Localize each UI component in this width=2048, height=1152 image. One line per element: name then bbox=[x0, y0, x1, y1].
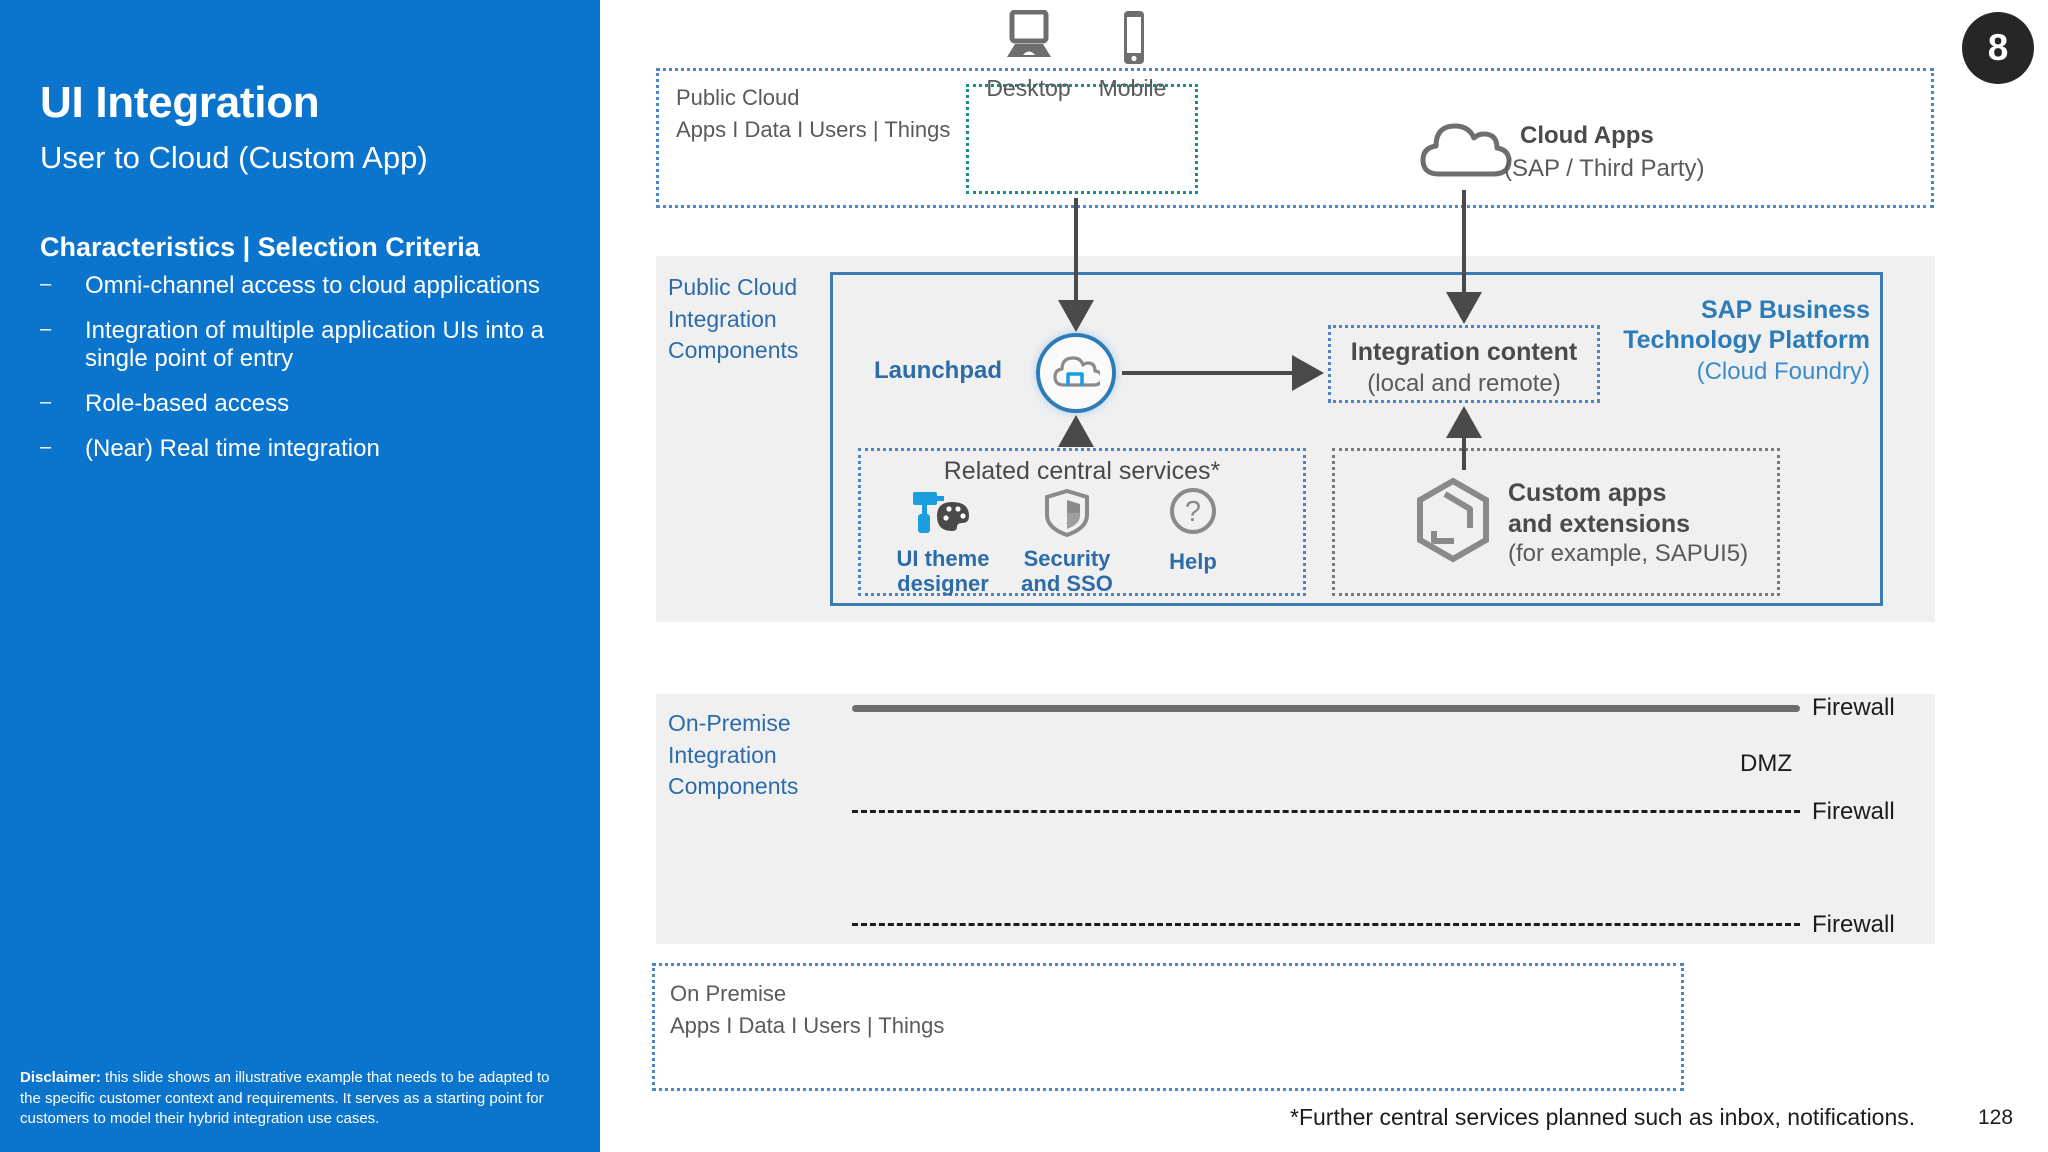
bullet-dash-icon: – bbox=[40, 273, 52, 295]
cloud-apps-title: Cloud Apps bbox=[1520, 122, 1654, 149]
launchpad-node[interactable] bbox=[1036, 333, 1116, 413]
device-mobile-label: Mobile bbox=[1098, 75, 1167, 101]
custom-apps-container bbox=[1332, 448, 1780, 596]
mobile-icon bbox=[1123, 11, 1144, 64]
on-premise-label: On Premise Apps I Data I Users | Things bbox=[670, 978, 944, 1042]
question-mark-icon: ? bbox=[1170, 488, 1216, 534]
bullet-dash-icon: – bbox=[40, 436, 52, 459]
characteristics-heading: Characteristics | Selection Criteria bbox=[40, 232, 480, 262]
on-premise-line2: Apps I Data I Users | Things bbox=[670, 1012, 945, 1038]
disclaimer-label: Disclaimer: bbox=[20, 1069, 101, 1086]
launchpad-label: Launchpad bbox=[874, 357, 1003, 384]
public-cloud-line1: Public Cloud bbox=[676, 85, 800, 110]
section-badge: 8 bbox=[1962, 12, 2034, 84]
characteristics-list: – Omni-channel access to cloud applicati… bbox=[40, 272, 580, 480]
page-number: 128 bbox=[1978, 1106, 2014, 1129]
service-ui-theme-designer[interactable]: UI theme designer bbox=[878, 488, 1008, 596]
dmz-label: DMZ bbox=[1740, 750, 1792, 777]
list-item: – Omni-channel access to cloud applicati… bbox=[40, 272, 580, 300]
device-mobile: Mobile bbox=[1080, 10, 1185, 102]
custom-apps-line2: and extensions bbox=[1508, 509, 1690, 538]
on-premise-container bbox=[652, 963, 1684, 1091]
launchpad-cloud-icon bbox=[1053, 356, 1100, 387]
opic-line1: On-Premise bbox=[668, 710, 791, 736]
pcic-line1: Public Cloud bbox=[668, 274, 798, 300]
firewall-line-bottom bbox=[852, 923, 1800, 926]
service-help-label: Help bbox=[1169, 549, 1217, 574]
sap-btp-subtitle: (Cloud Foundry) bbox=[1696, 358, 1870, 385]
cloud-apps-subtitle: (SAP / Third Party) bbox=[1504, 155, 1705, 182]
hexagon-cube-icon bbox=[1417, 478, 1489, 563]
opic-line2: Integration bbox=[668, 741, 777, 768]
integration-content-title: Integration content bbox=[1350, 338, 1578, 366]
firewall-line-middle bbox=[852, 810, 1800, 813]
firewall-label-middle: Firewall bbox=[1812, 798, 1895, 825]
pcic-line2: Integration bbox=[668, 305, 777, 332]
service-ui-theme-designer-label: UI theme designer bbox=[896, 546, 990, 596]
list-item-label: Integration of multiple application UIs … bbox=[85, 317, 544, 373]
custom-apps-line1: Custom apps bbox=[1508, 479, 1667, 507]
device-desktop: Desktop bbox=[976, 9, 1081, 102]
paint-roller-palette-icon bbox=[913, 492, 969, 533]
bullet-dash-icon: – bbox=[40, 391, 52, 414]
device-container bbox=[966, 84, 1198, 194]
firewall-label-top: Firewall bbox=[1812, 694, 1895, 721]
related-central-services-title: Related central services* bbox=[943, 457, 1221, 485]
service-help[interactable]: ? Help bbox=[1128, 486, 1258, 575]
disclaimer-body: this slide shows an illustrative example… bbox=[20, 1069, 550, 1128]
opic-line3: Components bbox=[668, 773, 799, 800]
list-item-label: Omni-channel access to cloud application… bbox=[85, 272, 540, 299]
list-item: – (Near) Real time integration bbox=[40, 435, 580, 463]
footnote: *Further central services planned such a… bbox=[1290, 1104, 1916, 1130]
bullet-dash-icon: – bbox=[40, 318, 52, 341]
service-security-sso[interactable]: Security and SSO bbox=[1002, 488, 1132, 596]
integration-content-container bbox=[1328, 325, 1600, 403]
public-cloud-line2: Apps I Data I Users | Things bbox=[676, 116, 951, 142]
btp-title-line1: SAP Business bbox=[1700, 296, 1870, 324]
svg-text:?: ? bbox=[1185, 496, 1201, 528]
btp-title-line2: Technology Platform bbox=[1623, 326, 1870, 354]
desktop-icon bbox=[1006, 9, 1051, 57]
custom-apps-line3: (for example, SAPUI5) bbox=[1508, 540, 1749, 567]
list-item-label: (Near) Real time integration bbox=[85, 435, 380, 463]
cloud-icon bbox=[1420, 123, 1512, 177]
shield-icon bbox=[1045, 488, 1089, 538]
integration-content-subtitle: (local and remote) bbox=[1367, 370, 1561, 397]
public-cloud-container bbox=[656, 68, 1934, 208]
on-premise-line1: On Premise bbox=[670, 981, 787, 1006]
on-premise-integration-label: On-Premise Integration Components bbox=[668, 708, 798, 803]
list-item-label: Role-based access bbox=[85, 390, 290, 418]
left-title-panel: UI Integration User to Cloud (Custom App… bbox=[0, 0, 600, 1152]
related-central-services-container bbox=[858, 448, 1306, 596]
custom-apps-text: Custom apps and extensions (for example,… bbox=[1508, 478, 1748, 568]
public-cloud-integration-label: Public Cloud Integration Components bbox=[668, 272, 798, 367]
page-subtitle: User to Cloud (Custom App) bbox=[40, 140, 428, 175]
list-item: – Integration of multiple application UI… bbox=[40, 317, 580, 373]
firewall-line-top bbox=[852, 705, 1800, 712]
public-cloud-label: Public Cloud Apps I Data I Users | Thing… bbox=[676, 82, 950, 146]
firewall-label-bottom: Firewall bbox=[1812, 911, 1895, 938]
service-security-sso-label: Security and SSO bbox=[1021, 546, 1113, 596]
device-desktop-label: Desktop bbox=[986, 75, 1071, 101]
page-title: UI Integration bbox=[40, 78, 320, 127]
list-item: – Role-based access bbox=[40, 390, 580, 418]
sap-btp-title: SAP Business Technology Platform bbox=[1600, 295, 1870, 355]
on-premise-integration-band bbox=[656, 694, 1935, 944]
pcic-line3: Components bbox=[668, 337, 799, 364]
disclaimer-text: Disclaimer: this slide shows an illustra… bbox=[20, 1068, 568, 1130]
